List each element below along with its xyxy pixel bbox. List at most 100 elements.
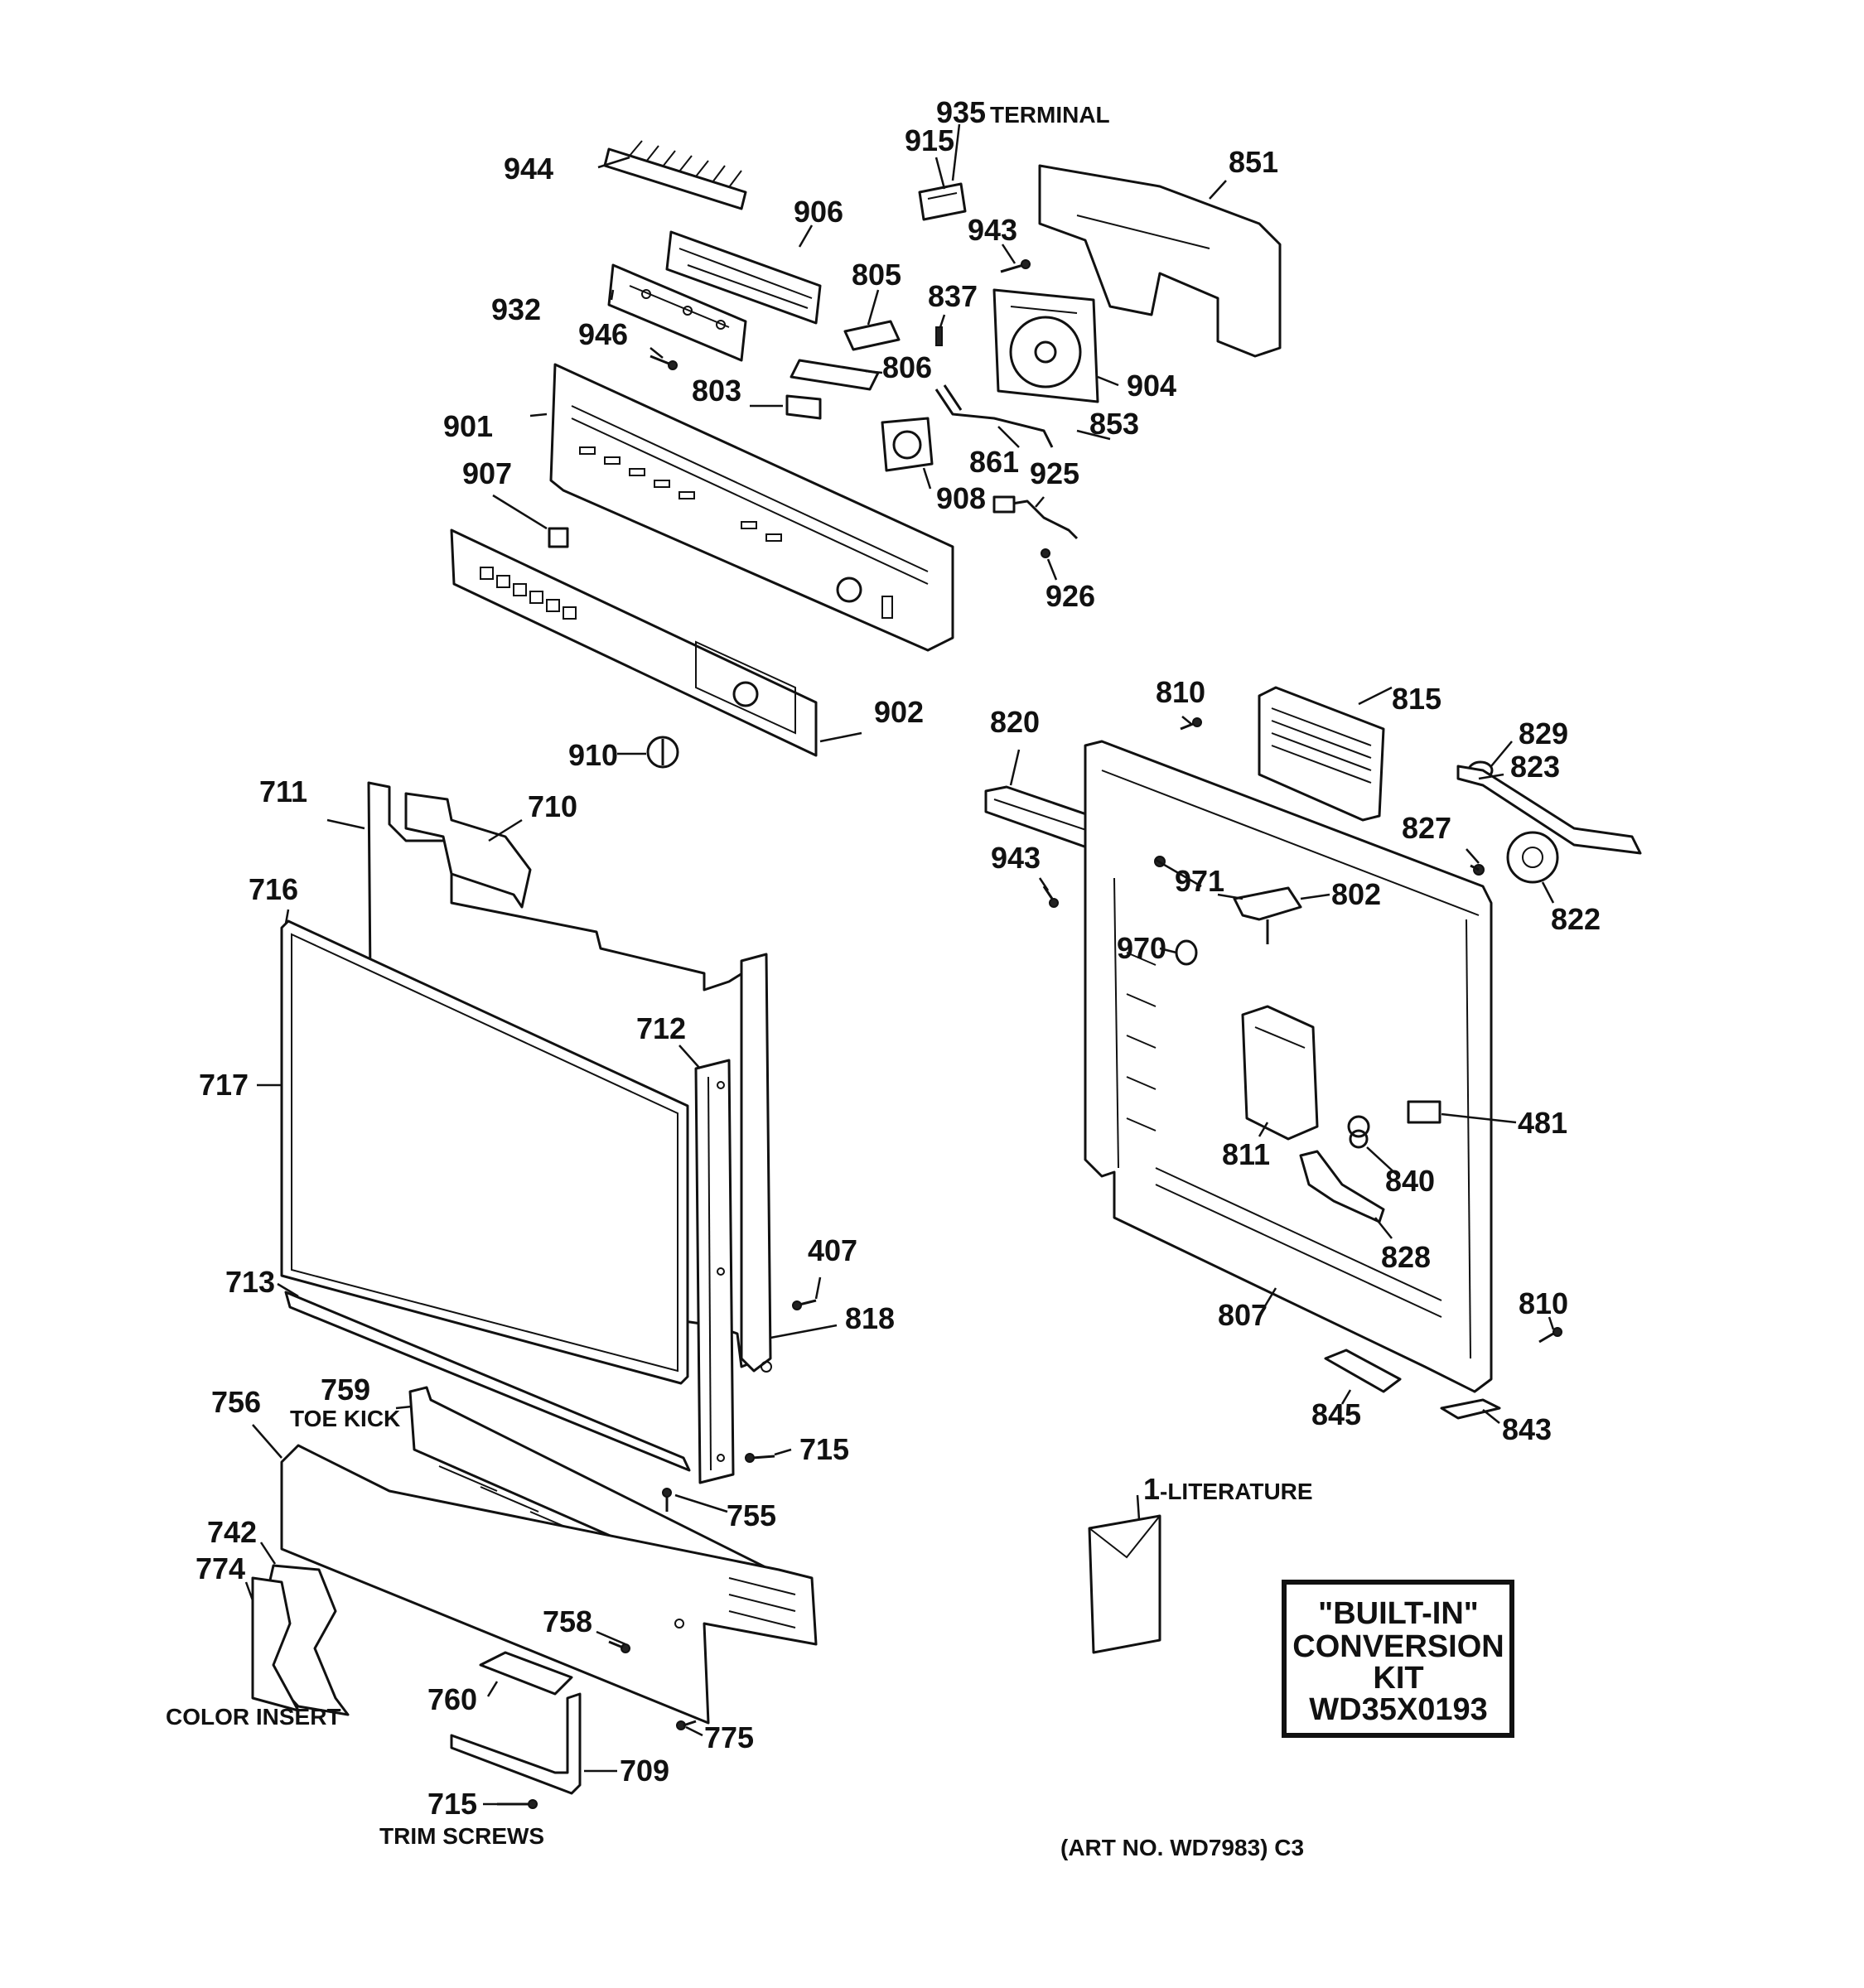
art-number: (ART NO. WD7983) C3 [1060,1835,1304,1860]
conversion-kit-box: "BUILT-IN" CONVERSION KIT WD35X0193 [1282,1580,1514,1738]
part-775-screw [676,1720,697,1730]
label-971: 971 [1175,864,1224,898]
part-902-panel-overlay [450,528,818,757]
part-806-insulator [790,359,880,391]
part-907-push-button [548,527,569,548]
label-837: 837 [928,279,978,313]
label-840: 840 [1385,1164,1435,1198]
part-709-trim-bracket [450,1692,582,1795]
label-712: 712 [636,1011,686,1045]
label-481: 481 [1518,1106,1567,1140]
part-827-screw [1470,864,1485,876]
part-758-screw [608,1640,630,1653]
part-861-lever [934,384,1054,448]
label-774: 774 [196,1551,245,1585]
label-802: 802 [1331,877,1381,911]
part-840-spring [1347,1115,1370,1149]
label-818: 818 [845,1301,895,1335]
kit-line-2: CONVERSION [1292,1629,1504,1664]
label-literature: -LITERATURE [1160,1479,1313,1504]
label-828: 828 [1381,1240,1431,1274]
label-944: 944 [504,152,553,186]
label-756: 756 [211,1385,261,1419]
part-910-knob [646,736,679,769]
label-810-top: 810 [1156,675,1205,709]
label-926: 926 [1045,579,1095,613]
part-915-terminal-block [918,182,967,221]
label-807: 807 [1218,1298,1268,1332]
part-932-bracket [607,263,747,362]
part-906-switch-module [665,230,822,325]
part-481-module [1407,1100,1441,1124]
label-711: 711 [259,774,307,808]
label-823: 823 [1510,750,1560,784]
part-828-actuator-arm [1299,1150,1385,1223]
label-709: 709 [620,1754,669,1788]
label-775: 775 [704,1720,754,1754]
part-810-screw-top [1180,717,1202,731]
label-810-bottom: 810 [1519,1286,1568,1320]
part-926-screw [1041,548,1050,558]
part-802-latch [1233,886,1302,944]
label-943-left: 943 [991,841,1041,875]
label-853: 853 [1089,407,1139,441]
part-774-color-insert [251,1576,300,1712]
label-908: 908 [936,481,986,515]
part-943-screw-left [1042,885,1059,908]
label-904: 904 [1127,369,1176,403]
label-terminal: TERMINAL [990,102,1110,128]
label-901: 901 [443,409,493,443]
label-715-bottom: 715 [427,1787,477,1821]
part-908-switch [881,417,934,472]
part-901-control-panel [549,363,954,652]
part-407-screw [792,1299,817,1310]
part-925-wire-harness [992,495,1079,540]
label-861: 861 [969,445,1019,479]
label-trim-screws: TRIM SCREWS [379,1823,544,1849]
label-910: 910 [568,738,618,772]
part-755-screw [662,1488,672,1512]
label-970: 970 [1117,931,1166,965]
part-760-trim-bracket [479,1651,573,1696]
label-803: 803 [692,374,741,408]
label-717: 717 [199,1068,249,1102]
label-829: 829 [1519,717,1568,750]
label-color-insert: COLOR INSERT [166,1704,341,1730]
label-713: 713 [225,1265,275,1299]
part-843-hinge-arm [1440,1398,1501,1420]
part-712-side-trim [694,1059,735,1484]
part-837-spring [935,326,943,346]
part-803-switch [785,394,822,420]
part-904-timer [992,288,1099,403]
label-902: 902 [874,695,924,729]
part-944-switch-strip [603,140,747,210]
kit-line-4: WD35X0193 [1309,1692,1487,1727]
label-toe-kick: TOE KICK [290,1406,400,1431]
label-851: 851 [1229,145,1278,179]
label-822: 822 [1551,902,1601,936]
label-811: 811 [1222,1137,1270,1171]
label-935: 935 [936,95,986,129]
part-823-shaft [1456,765,1642,855]
label-715-middle: 715 [799,1432,849,1466]
part-818-side-bracket [740,953,772,1373]
part-717-outer-door-panel [280,919,689,1385]
label-843: 843 [1502,1412,1552,1446]
label-1: 1 [1143,1472,1160,1506]
label-716: 716 [249,872,298,906]
part-970-roller [1175,939,1198,966]
part-822-dispenser-knob [1506,831,1559,884]
label-943-top: 943 [968,213,1017,247]
part-715-trim-screw [497,1799,538,1809]
label-806: 806 [882,350,932,384]
leader-lines [244,123,1555,1806]
part-946-screw [650,355,678,370]
part-713-bottom-trim [284,1291,691,1472]
label-932: 932 [491,292,541,326]
part-815-vent [1258,686,1385,822]
label-907: 907 [462,456,512,490]
part-810-screw-bottom [1538,1327,1562,1344]
part-715-screw [745,1453,775,1463]
label-758: 758 [543,1604,592,1638]
